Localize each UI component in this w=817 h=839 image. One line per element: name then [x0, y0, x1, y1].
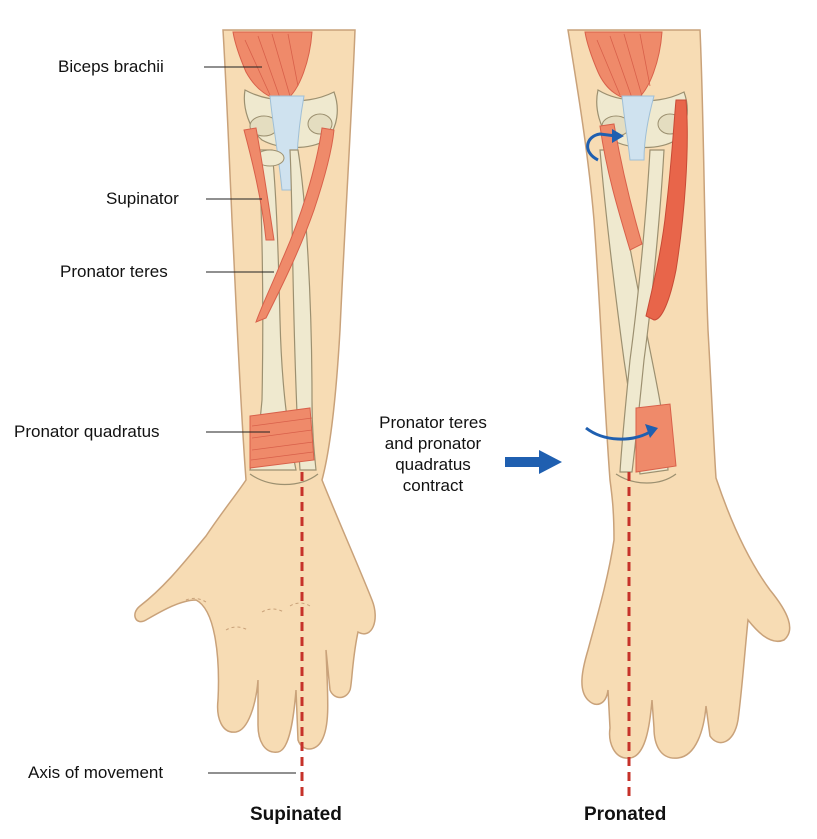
transition-arrow-icon — [505, 450, 562, 474]
supinated-pronator-quadratus-muscle — [249, 407, 315, 469]
caption-line: Pronator teres — [379, 413, 487, 432]
caption-line: contract — [402, 476, 464, 495]
pronated-radius — [599, 149, 669, 475]
supinated-supinator-muscle — [243, 127, 275, 241]
rotation-arrow-lower-icon — [585, 426, 651, 441]
pronated-pronator-quadratus-muscle — [635, 403, 677, 473]
supinated-biceps-muscle — [232, 31, 313, 101]
label-supinator: Supinator — [106, 189, 179, 208]
title-pronated: Pronated — [584, 804, 667, 825]
title-supinated: Supinated — [250, 804, 342, 825]
pronated-ulna — [619, 149, 665, 473]
supinated-arm-skin — [134, 29, 376, 753]
label-axis-of-movement: Axis of movement — [28, 763, 164, 782]
caption-line: quadratus — [395, 455, 471, 474]
pronated-biceps-tendon — [621, 95, 655, 161]
rotation-arrow-upper-icon — [586, 132, 617, 162]
supinated-arm — [134, 29, 376, 753]
pronated-pronator-teres-muscle — [645, 99, 688, 321]
label-pronator-quadratus: Pronator quadratus — [14, 422, 160, 441]
supinated-pronator-teres-muscle — [255, 127, 335, 323]
label-pronator-teres: Pronator teres — [60, 262, 168, 281]
caption-line: and pronator — [384, 434, 482, 453]
pronated-supinator-muscle — [599, 123, 643, 251]
pronated-arm — [567, 29, 791, 759]
label-biceps-brachii: Biceps brachii — [58, 57, 164, 76]
supinated-radius — [249, 149, 297, 471]
contraction-caption: Pronator teres and pronator quadratus co… — [360, 412, 506, 496]
